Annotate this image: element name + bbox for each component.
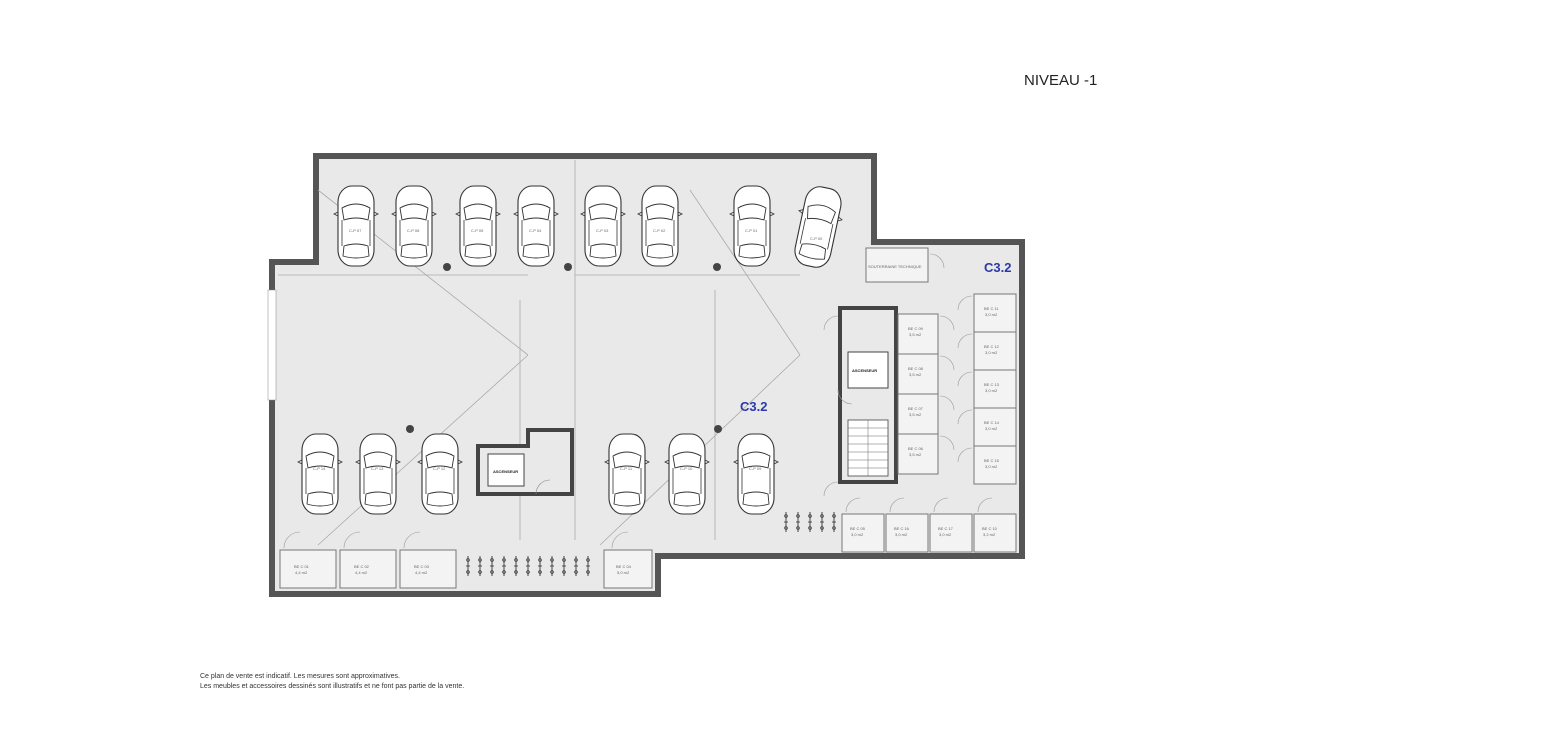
cellar-area: 3,2 m2 [983,532,996,537]
parking-row-bottom-left [297,433,463,515]
cellar-label: BE C 03 [414,564,430,569]
cellar-label: BE C 13 [984,382,1000,387]
car-icon [637,185,683,267]
cellar-area: 3,0 m2 [939,532,952,537]
zone-label: C3.2 [984,260,1011,275]
cellar-label: BE C 04 [616,564,632,569]
cellar-area: 3,0 m2 [985,350,998,355]
parking-labels-bottom-right: C-P 11 C-P 10 C-P 09 [620,466,762,471]
cellar-label: BE C 07 [908,406,924,411]
car-icon [664,433,710,515]
cellar-labels-left: BE C 01 4,4 m2 BE C 02 4,4 m2 BE C 03 4,… [294,564,632,575]
technical-room: SOUTERRAINE TECHNIQUE [865,247,929,283]
parking-label: C-P 02 [653,228,666,233]
cellar-area: 3,0 m2 [985,426,998,431]
technical-room-label: SOUTERRAINE TECHNIQUE [868,264,922,269]
cellar-column-right [973,293,1017,485]
parking-label: C-P 07 [349,228,362,233]
car-icon [455,185,501,267]
parking-label: C-P 12 [433,466,446,471]
cellar-label: BE C 09 [908,326,924,331]
pillars [406,263,722,433]
cellar-area: 3,0 m2 [985,388,998,393]
cellar-label: BE C 05 [850,526,866,531]
cellar-area: 3,5 m2 [909,332,922,337]
elevator-label: ASCENSEUR [852,368,877,373]
disclaimer-line: Les meubles et accessoires dessinés sont… [200,683,465,690]
cellar-area: 4,4 m2 [415,570,428,575]
cellar-label: BE C 12 [984,344,1000,349]
cellar-area: 3,0 m2 [985,312,998,317]
cellar-label: BE C 16 [894,526,910,531]
cellar-label: BE C 06 [908,446,924,451]
building-outline [269,153,1025,597]
cellar-column-mid [897,313,939,475]
car-icon [580,185,626,267]
cellar-area: 5,0 m2 [617,570,630,575]
car-icon [355,433,401,515]
cellar-area: 4,4 m2 [355,570,368,575]
cellar-label: BE C 15 [984,458,1000,463]
car-icon [729,185,775,267]
car-icon [733,433,779,515]
central-elevator-core: ASCENSEUR [476,428,574,496]
parking-label: C-P 11 [620,466,633,471]
car-icon [297,433,343,515]
stair-elevator-block: ASCENSEUR [838,306,898,484]
parking-row-bottom-right [604,433,779,515]
parking-label: C-P 01 [745,228,758,233]
parking-label: C-P 00 [810,236,823,241]
cellar-labels-bottom: BE C 05 3,0 m2 BE C 16 3,0 m2 BE C 17 3,… [850,526,998,537]
cellar-area: 3,5 m2 [909,372,922,377]
cellar-area: 3,0 m2 [985,464,998,469]
parking-label: C-P 10 [680,466,693,471]
elevator-label: ASCENSEUR [493,469,518,474]
cellar-area: 3,5 m2 [909,412,922,417]
door-swings [283,253,993,549]
cellar-label: BE C 01 [294,564,310,569]
car-icon [417,433,463,515]
level-title: NIVEAU -1 [1024,72,1098,89]
parking-label: C-P 09 [749,466,762,471]
cellar-area: 3,0 m2 [895,532,908,537]
cellar-area: 4,4 m2 [295,570,308,575]
cellar-label: BE C 02 [354,564,370,569]
car-icon [604,433,650,515]
cellar-label: BE C 08 [908,366,924,371]
window [267,289,277,401]
cellar-label: BE C 17 [938,526,954,531]
cellar-area: 3,0 m2 [851,532,864,537]
parking-label: C-P 04 [529,228,542,233]
cellar-row-bottom [841,513,1017,553]
cellar-labels-mid: BE C 09 3,5 m2 BE C 08 3,5 m2 BE C 07 3,… [908,326,924,457]
cellar-label: BE C 14 [984,420,1000,425]
cellar-label: BE C 11 [984,306,999,311]
parking-labels-bottom-left: C-P 14 C-P 13 C-P 12 [313,466,446,471]
cellar-row-left [279,549,653,589]
cellar-labels-right: BE C 11 3,0 m2 BE C 12 3,0 m2 BE C 13 3,… [984,306,1000,469]
parking-label: C-P 06 [407,228,420,233]
car-icon [333,185,379,267]
cellar-area: 3,5 m2 [909,452,922,457]
car-icon [391,185,437,267]
parking-label: C-P 03 [596,228,609,233]
parking-labels-top: C-P 07 C-P 06 C-P 05 C-P 04 C-P 03 C-P 0… [349,228,823,241]
disclaimer-line: Ce plan de vente est indicatif. Les mesu… [200,673,400,680]
parking-label: C-P 13 [371,466,384,471]
car-icon [513,185,559,267]
cellar-label: BE C 10 [982,526,998,531]
parking-label: C-P 05 [471,228,484,233]
zone-label: C3.2 [740,399,767,414]
parking-label: C-P 14 [313,466,326,471]
